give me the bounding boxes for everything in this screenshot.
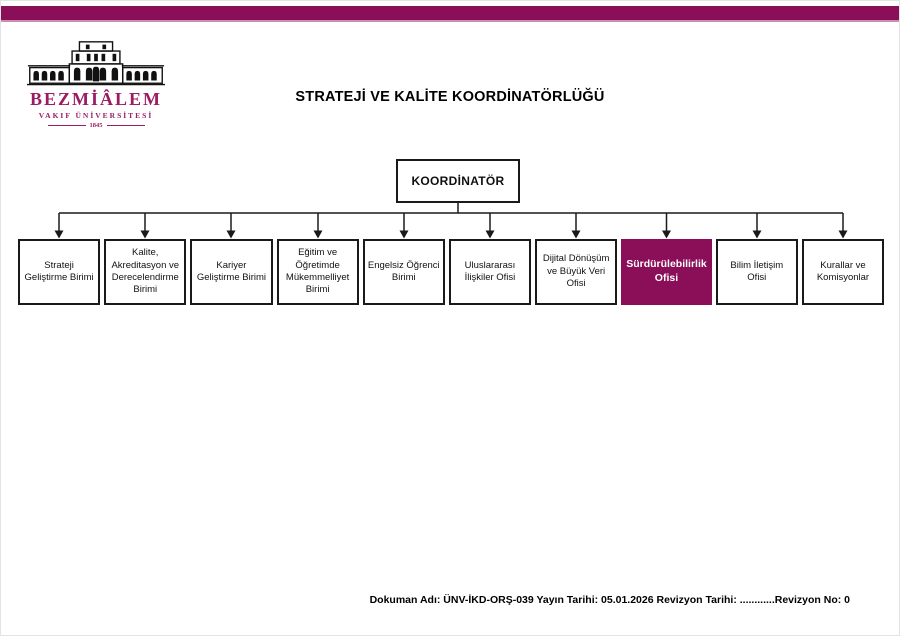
org-unit-box-2: Kalite, Akreditasyon ve Derecelendirme B… — [104, 239, 187, 305]
logo-year-rule-right — [106, 125, 145, 126]
university-building-icon — [27, 41, 165, 86]
org-unit-box-6: Uluslararası İlişkiler Ofisi — [448, 239, 532, 305]
top-accent-bar — [1, 6, 899, 22]
org-unit-label: Sürdürülebilirlik Ofisi — [626, 258, 707, 284]
org-unit-box-8: Sürdürülebilirlik Ofisi — [621, 239, 712, 305]
org-unit-label: Bilim İletişim Ofisi — [730, 259, 784, 283]
org-unit-label: Uluslararası İlişkiler Ofisi — [464, 259, 516, 283]
org-unit-label: Kariyer Geliştirme Birimi — [196, 259, 266, 283]
org-unit-box-9: Bilim İletişim Ofisi — [715, 239, 798, 305]
org-unit-box-3: Kariyer Geliştirme Birimi — [190, 239, 273, 305]
org-unit-label: Dijital Dönüşüm ve Büyük Veri Ofisi — [542, 253, 610, 290]
org-unit-box-7: Dijital Dönüşüm ve Büyük Veri Ofisi — [535, 239, 618, 305]
org-root-box: KOORDİNATÖR — [396, 159, 520, 203]
org-units-row: Strateji Geliştirme Birimi Kalite, Akredi… — [18, 239, 885, 305]
university-logo: BEZMİÂLEM VAKIF ÜNİVERSİTESİ 1845 — [25, 39, 167, 129]
org-unit-box-10: Kurallar ve Komisyonlar — [801, 239, 885, 305]
org-root-label: KOORDİNATÖR — [411, 174, 505, 188]
page-title: STRATEJİ VE KALİTE KOORDİNATÖRLÜĞÜ — [295, 89, 605, 105]
org-unit-label: Kalite, Akreditasyon ve Derecelendirme B… — [111, 247, 180, 296]
org-unit-box-1: Strateji Geliştirme Birimi — [18, 239, 101, 305]
logo-name: BEZMİÂLEM — [29, 89, 162, 109]
org-unit-box-5: Engelsiz Öğrenci Birimi — [362, 239, 445, 305]
org-unit-label: Eğitim ve Öğretimde Mükemmelliyet Birimi — [285, 247, 350, 296]
logo-year-rule-left — [47, 125, 86, 126]
org-unit-box-4: Eğitim ve Öğretimde Mükemmelliyet Birimi — [276, 239, 359, 305]
org-unit-label: Kurallar ve Komisyonlar — [816, 259, 870, 283]
footer-document-info: Dokuman Adı: ÜNV-İKD-ORŞ-039 Yayın Tarih… — [369, 594, 850, 606]
org-unit-label: Engelsiz Öğrenci Birimi — [367, 259, 440, 283]
logo-year-banner: 1845 — [25, 122, 167, 129]
logo-year-text: 1845 — [89, 122, 103, 129]
logo-subtitle: VAKIF ÜNİVERSİTESİ — [38, 111, 154, 120]
org-unit-label: Strateji Geliştirme Birimi — [24, 259, 94, 283]
